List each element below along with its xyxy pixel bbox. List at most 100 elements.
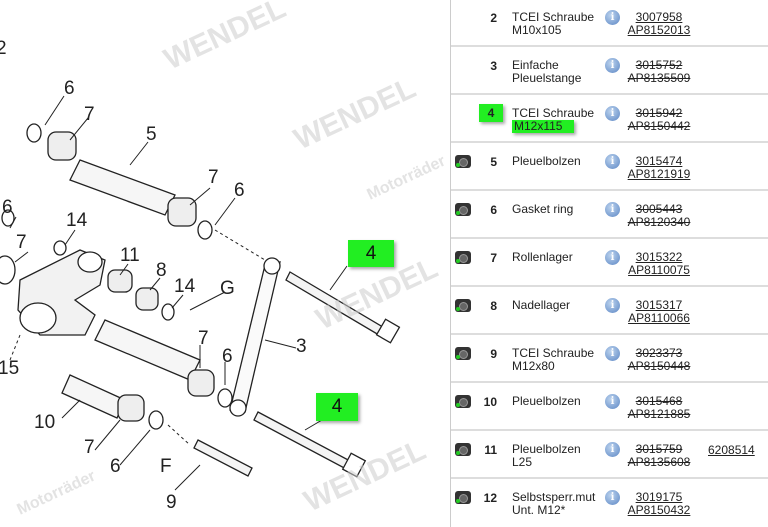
position-number: 4 — [479, 104, 503, 122]
callout: 6 — [2, 197, 13, 218]
part-number-link[interactable]: AP8135509 — [627, 71, 691, 85]
part-number-link[interactable]: AP8110066 — [628, 311, 690, 325]
part-name: TCEI Schraube M12x80 — [512, 346, 595, 373]
replacement-part-link[interactable]: 6208514 — [708, 443, 755, 457]
watermark-sub: Motorräder — [365, 153, 449, 204]
exploded-parts-diagram: WENDEL WENDEL Motorräder WENDEL WENDEL M… — [0, 0, 449, 519]
camera-icon[interactable] — [455, 347, 471, 360]
info-icon[interactable]: i — [605, 250, 620, 265]
part-number-link[interactable]: 3015317 — [635, 298, 683, 312]
position-number: 3 — [490, 59, 497, 73]
info-icon[interactable]: i — [605, 106, 620, 121]
info-icon[interactable]: i — [605, 442, 620, 457]
part-number-link[interactable]: AP8120340 — [627, 215, 691, 229]
callout: 6 — [234, 180, 245, 201]
highlight-callout[interactable]: 4 — [316, 393, 358, 421]
position-number: 7 — [490, 251, 497, 265]
callout: 6 — [110, 456, 121, 477]
position-number: 12 — [483, 491, 497, 505]
callout: 9 — [166, 492, 177, 513]
info-icon[interactable]: i — [605, 394, 620, 409]
part-number-link[interactable]: 3007958 — [635, 10, 683, 24]
info-icon[interactable]: i — [605, 298, 620, 313]
camera-icon[interactable] — [455, 155, 471, 168]
info-icon[interactable]: i — [605, 490, 620, 505]
position-number: 2 — [490, 11, 497, 25]
position-number: 10 — [483, 395, 497, 409]
part-number-link[interactable]: 3023373 — [635, 346, 683, 360]
info-icon[interactable]: i — [605, 58, 620, 73]
part-name: Einfache Pleuelstange — [512, 58, 582, 85]
callout: 5 — [146, 124, 157, 145]
watermark-sub: Motorräder — [15, 468, 99, 519]
part-number-link[interactable]: 3015468 — [635, 394, 683, 408]
part-name: Selbstsperr.mut Unt. M12* — [512, 490, 596, 517]
callout: 14 — [174, 276, 196, 297]
part-number-link[interactable]: 3005443 — [635, 202, 683, 216]
callout: 15 — [0, 358, 20, 379]
callout: 7 — [198, 328, 209, 349]
part-number-link[interactable]: AP8121885 — [627, 407, 691, 421]
part-name: Nadellager — [512, 298, 571, 312]
callout: 11 — [120, 245, 140, 266]
part-number-link[interactable]: 3019175 — [635, 490, 683, 504]
highlight-callout[interactable]: 4 — [348, 240, 394, 267]
camera-icon[interactable] — [455, 251, 471, 264]
part-number-link[interactable]: 3015474 — [635, 154, 683, 168]
part-number-link[interactable]: AP8135608 — [627, 455, 691, 469]
info-icon[interactable]: i — [605, 346, 620, 361]
callout: 8 — [156, 260, 167, 281]
callout: F — [160, 456, 172, 477]
part-number-link[interactable]: AP8150442 — [627, 119, 691, 133]
callout: 7 — [84, 104, 95, 125]
camera-icon[interactable] — [455, 395, 471, 408]
part-number-link[interactable]: 3015752 — [635, 58, 683, 72]
part-name: Pleuelbolzen — [512, 154, 581, 168]
part-number-link[interactable]: AP8150432 — [627, 503, 691, 517]
callout: 7 — [208, 167, 219, 188]
camera-icon[interactable] — [455, 443, 471, 456]
callout: 7 — [84, 437, 95, 458]
callout: 2 — [0, 38, 7, 59]
camera-icon[interactable] — [455, 203, 471, 216]
part-number-link[interactable]: AP8150448 — [627, 359, 691, 373]
callout: 10 — [34, 412, 56, 433]
part-number-link[interactable]: AP8152013 — [627, 23, 691, 37]
part-name: Pleuelbolzen — [512, 394, 581, 408]
part-number-link[interactable]: AP8110075 — [628, 263, 690, 277]
watermark: WENDEL — [159, 0, 291, 76]
info-icon[interactable]: i — [605, 154, 620, 169]
part-number-link[interactable]: 3015322 — [635, 250, 683, 264]
callout: 6 — [222, 346, 233, 367]
info-icon[interactable]: i — [605, 10, 620, 25]
info-icon[interactable]: i — [605, 202, 620, 217]
part-name: TCEI Schraube M10x105 — [512, 10, 595, 37]
part-number-link[interactable]: 3015942 — [635, 106, 683, 120]
part-number-link[interactable]: AP8121919 — [627, 167, 691, 181]
part-number-link[interactable]: 3015759 — [635, 442, 683, 456]
camera-icon[interactable] — [455, 299, 471, 312]
camera-icon[interactable] — [455, 491, 471, 504]
position-number: 5 — [490, 155, 497, 169]
